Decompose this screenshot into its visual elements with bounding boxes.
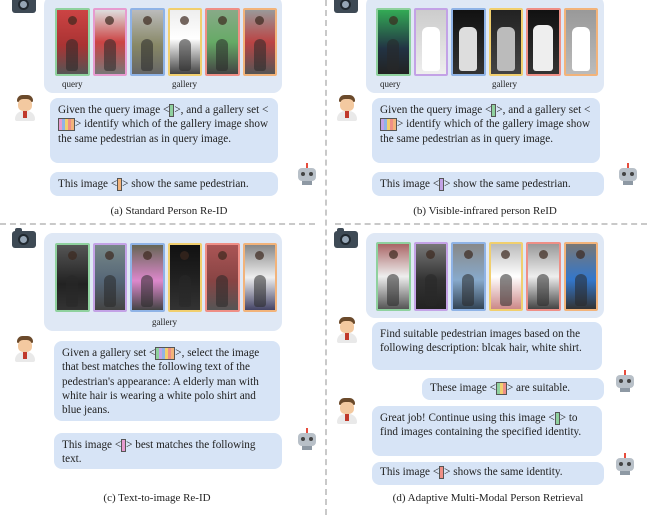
- user-message: Given the query image < >, and a gallery …: [50, 98, 278, 163]
- query-label: query: [62, 79, 83, 89]
- gallery-image: [488, 8, 523, 76]
- image-token-icon: [439, 466, 445, 479]
- caption: (b) Visible-infrared person ReID: [413, 205, 557, 217]
- gallery-image: [451, 8, 486, 76]
- message-text: These image <: [430, 382, 496, 394]
- gallery-image: [55, 243, 90, 312]
- message-text: > show the same pedestrian.: [122, 178, 249, 190]
- message-text: Great job! Continue using this image <: [380, 412, 555, 424]
- message-text: Given the query image <: [380, 104, 492, 116]
- image-token-icon: [439, 178, 445, 191]
- caption: (a) Standard Person Re-ID: [110, 205, 228, 217]
- user-message: Given the query image < >, and a gallery …: [372, 98, 600, 163]
- gallery-image: [167, 8, 202, 76]
- robot-icon: [614, 370, 636, 392]
- message-text: Find suitable pedestrian images based on…: [380, 328, 582, 355]
- user-avatar-icon: [336, 398, 358, 424]
- message-text: > are suitable.: [506, 382, 571, 394]
- gallery-label: gallery: [152, 317, 177, 327]
- user-message: Great job! Continue using this image <> …: [372, 406, 602, 456]
- camera-icon: [334, 228, 358, 248]
- user-message: Find suitable pedestrian images based on…: [372, 322, 602, 370]
- user-avatar-icon: [336, 317, 358, 343]
- message-text: > shows the same identity.: [444, 466, 563, 478]
- message-text: > best matches the following text.: [62, 439, 256, 466]
- gallery-image: [563, 8, 598, 76]
- image-token-icon: [121, 439, 127, 452]
- gallery-image: [451, 242, 486, 311]
- user-message: Given a gallery set <>, select the image…: [54, 341, 280, 421]
- query-label: query: [380, 79, 401, 89]
- message-text: This image <: [58, 178, 118, 190]
- user-avatar-icon: [336, 95, 358, 121]
- image-token-icon: [117, 178, 123, 191]
- gallery-image: [130, 243, 165, 312]
- robot-icon: [614, 453, 636, 475]
- message-text: >, and a gallery set <: [174, 104, 269, 116]
- gallery-image: [205, 243, 240, 312]
- caption: (c) Text-to-image Re-ID: [103, 492, 211, 504]
- gallery-image: [563, 242, 598, 311]
- message-text: > to find images containing the specifie…: [380, 412, 582, 439]
- gallery-tokens-icon: [58, 118, 75, 132]
- message-text: Given a gallery set <: [62, 347, 156, 359]
- camera-icon: [334, 0, 358, 13]
- gallery-image: [526, 8, 561, 76]
- image-strip: [55, 8, 277, 76]
- message-text: This image <: [62, 439, 122, 451]
- message-text: > show the same pedestrian.: [444, 178, 571, 190]
- vertical-divider: [325, 0, 327, 515]
- query-image: [376, 8, 411, 76]
- query-image: [55, 8, 90, 76]
- gallery-image: [92, 8, 127, 76]
- caption: (d) Adaptive Multi-Modal Person Retrieva…: [392, 492, 584, 504]
- gallery-image: [413, 8, 448, 76]
- message-text: This image <: [380, 178, 440, 190]
- user-avatar-icon: [14, 336, 36, 362]
- image-strip: [376, 8, 598, 76]
- gallery-tokens-icon: [155, 347, 176, 360]
- gallery-image: [92, 243, 127, 312]
- assistant-message: This image < > show the same pedestrian.: [50, 172, 278, 196]
- gallery-image: [376, 242, 411, 311]
- gallery-label: gallery: [492, 79, 517, 89]
- assistant-message: This image < > shows the same identity.: [372, 462, 604, 485]
- horizontal-divider-left: [0, 223, 315, 225]
- image-strip: [376, 242, 598, 311]
- gallery-image: [488, 242, 523, 311]
- robot-icon: [296, 163, 318, 185]
- gallery-image: [242, 243, 277, 312]
- gallery-tokens-icon: [380, 118, 397, 132]
- gallery-label: gallery: [172, 79, 197, 89]
- gallery-image: [167, 243, 202, 312]
- camera-icon: [12, 228, 36, 248]
- gallery-image: [130, 8, 165, 76]
- horizontal-divider-right: [335, 223, 647, 225]
- gallery-image: [242, 8, 277, 76]
- message-text: > identify which of the gallery image sh…: [380, 118, 591, 145]
- user-avatar-icon: [14, 95, 36, 121]
- message-text: >, and a gallery set <: [496, 104, 591, 116]
- gallery-image: [526, 242, 561, 311]
- assistant-message: These image < > are suitable.: [422, 378, 604, 400]
- camera-icon: [12, 0, 36, 13]
- message-text: >, select the image that best matches th…: [62, 347, 260, 417]
- gallery-image: [205, 8, 240, 76]
- robot-icon: [617, 163, 639, 185]
- robot-icon: [296, 428, 318, 450]
- message-text: Given the query image <: [58, 104, 170, 116]
- gallery-image: [413, 242, 448, 311]
- message-text: This image <: [380, 466, 440, 478]
- assistant-message: This image < > show the same pedestrian.: [372, 172, 604, 196]
- assistant-message: This image <> best matches the following…: [54, 433, 282, 469]
- message-text: > identify which of the gallery image sh…: [58, 118, 269, 145]
- image-tokens-icon: [495, 382, 507, 395]
- image-strip: [55, 243, 277, 312]
